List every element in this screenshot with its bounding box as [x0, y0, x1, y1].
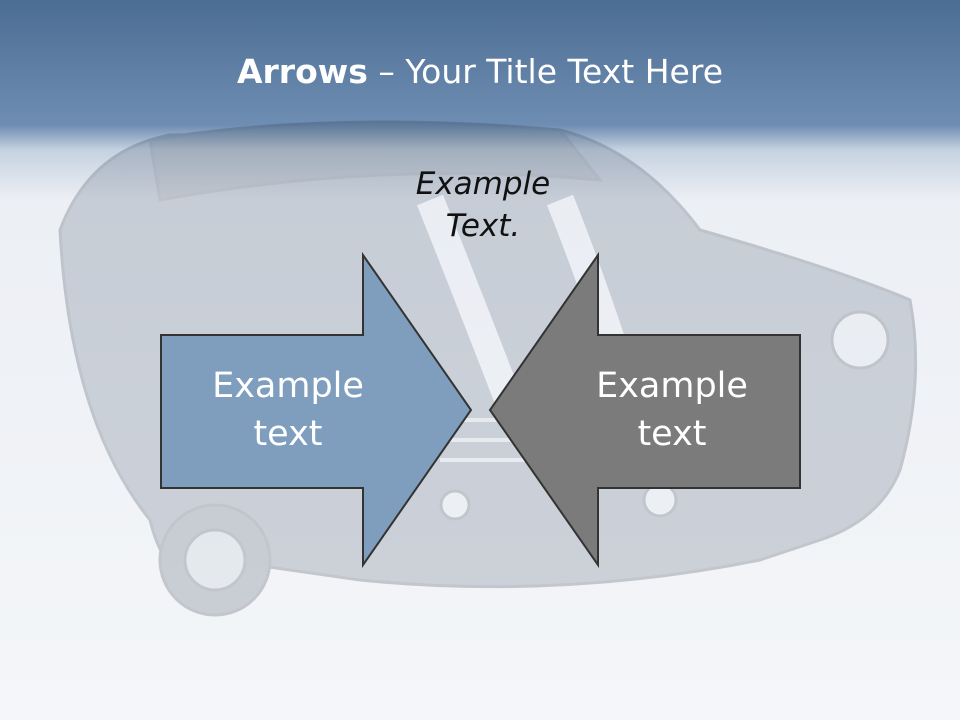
left-arrow-line-2: text — [253, 414, 323, 454]
example-caption: Example Text. — [383, 163, 583, 247]
caption-line-2: Text. — [445, 208, 521, 244]
right-arrow-line-2: text — [637, 414, 707, 454]
title-rest: – Your Title Text Here — [367, 52, 723, 91]
right-arrow-label: Example text — [562, 362, 782, 458]
right-arrow-line-1: Example — [596, 366, 748, 406]
title-bold: Arrows — [236, 52, 368, 91]
left-arrow-line-1: Example — [212, 366, 364, 406]
caption-line-1: Example — [415, 166, 551, 202]
left-pointing-arrow — [488, 251, 801, 569]
right-pointing-arrow — [160, 251, 473, 569]
slide-title: Arrows – Your Title Text Here — [0, 52, 960, 91]
left-arrow-label: Example text — [178, 362, 398, 458]
